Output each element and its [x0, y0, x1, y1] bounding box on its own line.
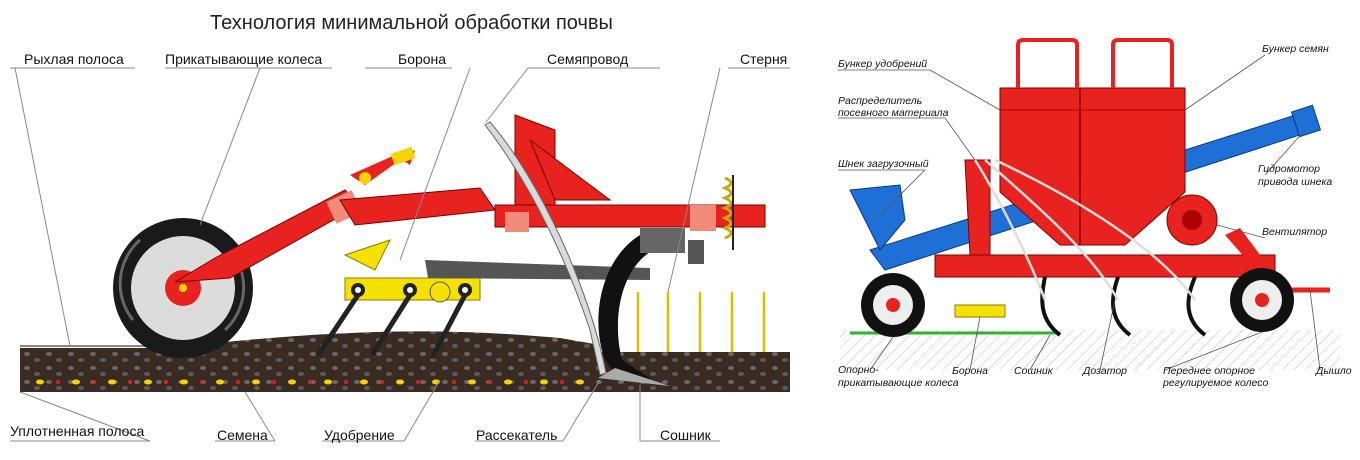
rear-wheel	[861, 273, 925, 337]
label-hydromotor-line1: Гидромотор	[1258, 163, 1320, 175]
label-fert-hopper: Бункер удобрений	[838, 58, 927, 70]
right-diagram: Бункер удобрений Бункер семян Распредели…	[838, 38, 1352, 389]
right-coulters	[1040, 276, 1207, 337]
label-front-wheel-line1: Переднее опорное	[1163, 365, 1255, 377]
label-support-line2: прикатывающие колеса	[838, 377, 959, 389]
harrow-link-bar	[425, 260, 650, 280]
label-stubble: Стерня	[740, 51, 787, 67]
label-distributor-line1: Распределитель	[838, 95, 922, 107]
label-harrow: Борона	[398, 51, 446, 67]
left-diagram-title: Технология минимальной обработки почвы	[210, 12, 613, 34]
hoppers	[999, 38, 1186, 246]
label-right-harrow: Борона	[952, 365, 988, 377]
label-hydromotor-line2: привода шнека	[1258, 176, 1332, 188]
label-fan: Вентилятор	[1262, 226, 1327, 238]
label-right-coulter: Сошник	[1014, 365, 1054, 377]
right-harrow	[954, 304, 1006, 318]
seed-tube	[484, 121, 607, 376]
seed-row	[36, 379, 584, 385]
label-compacted-strip: Уплотненная полоса	[10, 423, 144, 439]
label-press-wheels: Прикатывающие колеса	[165, 51, 322, 67]
right-leader-lines	[838, 54, 1321, 371]
label-dosator: Дозатор	[1082, 365, 1127, 377]
left-leader-lines	[10, 67, 790, 442]
label-fertilizer: Удобрение	[324, 427, 395, 443]
label-seed-hopper: Бункер семян	[1262, 43, 1329, 55]
label-auger: Шнек загрузочный	[838, 158, 929, 170]
coulter	[598, 235, 670, 386]
label-drawbar: Дышло	[1315, 365, 1352, 377]
spring	[721, 175, 734, 250]
coulter-bracket	[640, 228, 704, 264]
front-wheel	[1230, 268, 1294, 332]
seed-lines	[973, 158, 1197, 301]
label-coulter: Сошник	[660, 427, 712, 443]
label-distributor-line2: посевного материала	[838, 107, 949, 119]
label-seed-tube: Семяпровод	[547, 51, 628, 67]
label-support-line1: Опорно-	[838, 364, 879, 376]
soil-profile	[20, 331, 790, 392]
fan	[1166, 194, 1218, 246]
main-frame	[494, 114, 766, 232]
ground-hatch	[840, 330, 1340, 370]
press-wheel	[113, 218, 253, 358]
label-front-wheel-line2: регулируемое колесо	[1162, 377, 1268, 389]
right-frame	[934, 159, 1330, 293]
stubble	[636, 292, 766, 352]
left-diagram: Технология минимальной обработки почвы	[10, 12, 790, 443]
label-loose-strip: Рыхлая полоса	[24, 51, 124, 67]
label-seeds: Семена	[217, 427, 268, 443]
harrow	[315, 239, 481, 360]
label-splitter: Рассекатель	[476, 427, 557, 443]
